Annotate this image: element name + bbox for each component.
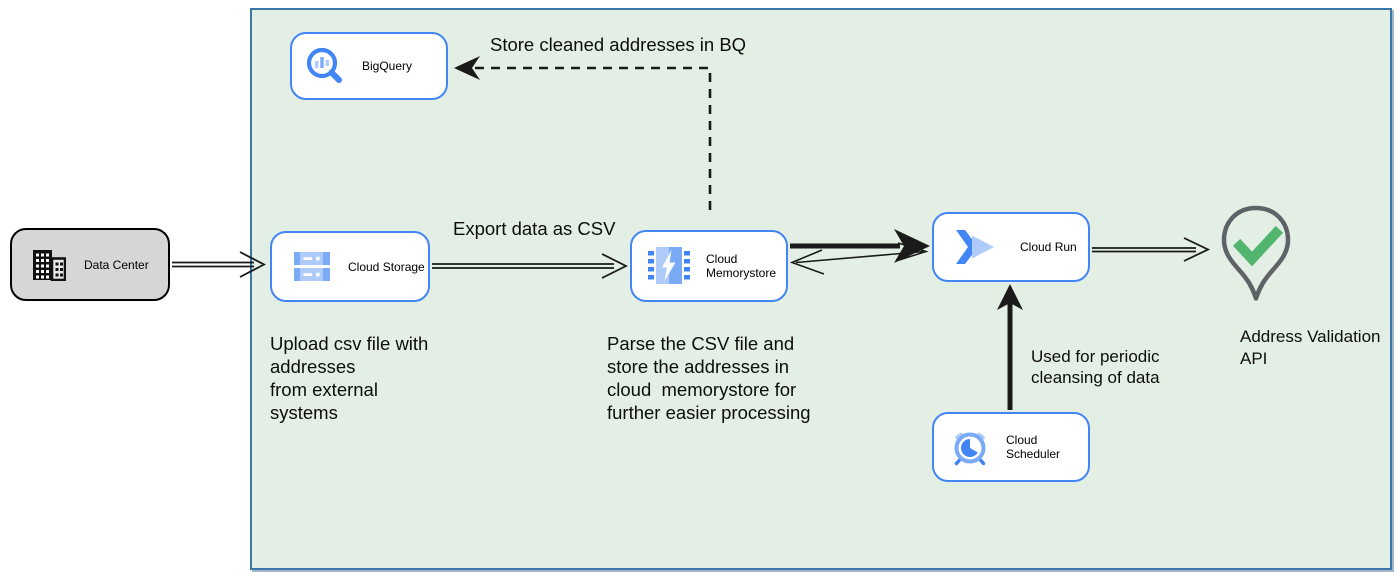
node-bigquery[interactable]: BigQuery — [290, 32, 448, 100]
memorystore-chip-icon — [648, 247, 690, 285]
annotation-store-in-bq: Store cleaned addresses in BQ — [490, 34, 747, 55]
node-label: Cloud Storage — [348, 259, 425, 274]
node-cloud-run[interactable]: Cloud Run — [932, 212, 1090, 282]
gcp-boundary-box — [250, 8, 1392, 570]
node-label: BigQuery — [362, 59, 413, 73]
node-address-validation-api[interactable] — [1218, 204, 1294, 335]
storage-buckets-icon — [294, 252, 330, 281]
node-label: Cloud Scheduler — [1006, 433, 1061, 461]
label-address-validation-api: Address Validation API — [1240, 327, 1381, 368]
node-data-center[interactable]: Data Center — [10, 228, 170, 301]
cloud-run-chevrons-icon — [954, 229, 996, 265]
node-label: Cloud Memorystore — [706, 252, 777, 280]
annotation-export-csv: Export data as CSV — [453, 218, 616, 239]
node-cloud-storage[interactable]: Cloud Storage — [270, 231, 430, 302]
node-label: Cloud Run — [1020, 240, 1077, 254]
annotation-upload-csv: Upload csv file with addresses from exte… — [270, 333, 429, 423]
building-icon — [32, 249, 66, 281]
node-cloud-memorystore[interactable]: Cloud Memorystore — [630, 230, 788, 302]
annotation-periodic-cleansing: Used for periodic cleansing of data — [1031, 347, 1160, 387]
scheduler-alarm-clock-icon — [948, 426, 992, 468]
annotation-parse-csv: Parse the CSV file and store the address… — [607, 333, 811, 423]
node-label: Data Center — [84, 257, 149, 272]
bigquery-search-icon — [304, 45, 346, 87]
node-cloud-scheduler[interactable]: Cloud Scheduler — [932, 412, 1090, 482]
map-pin-check-icon — [1221, 205, 1291, 301]
